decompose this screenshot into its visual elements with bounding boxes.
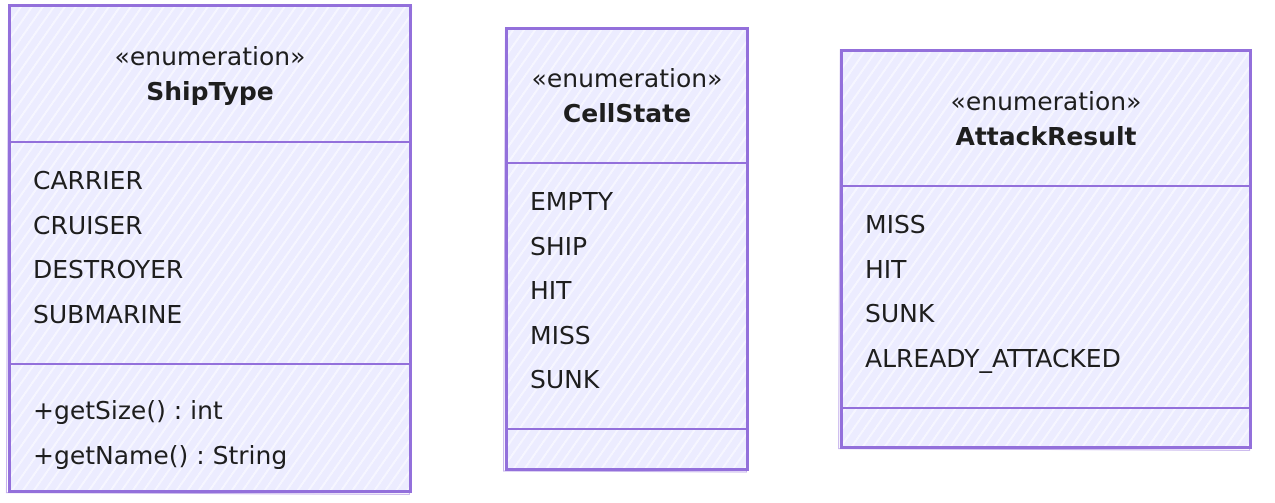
method-signature: +getSize() : int xyxy=(33,396,223,425)
enum-box-cellstate[interactable]: «enumeration» CellState EMPTY SHIP HIT M… xyxy=(505,27,749,471)
enum-literal: SUBMARINE xyxy=(33,299,183,329)
methods-compartment xyxy=(843,407,1249,446)
enum-literal: EMPTY xyxy=(530,187,613,216)
stereotype-label: «enumeration» xyxy=(531,64,723,93)
enum-literal: SUNK xyxy=(865,299,935,328)
class-name: ShipType xyxy=(146,77,274,106)
methods-compartment: +getSize() : int +getName() : String xyxy=(11,363,409,490)
enum-box-shiptype[interactable]: «enumeration» ShipType CARRIER CRUISER D… xyxy=(8,4,412,493)
enum-literal: HIT xyxy=(530,276,572,305)
literals-compartment: MISS HIT SUNK ALREADY_ATTACKED xyxy=(843,185,1249,407)
class-header: «enumeration» AttackResult xyxy=(843,52,1249,185)
class-header: «enumeration» CellState xyxy=(508,30,746,162)
literals-compartment: EMPTY SHIP HIT MISS SUNK xyxy=(508,162,746,428)
enum-literal: MISS xyxy=(865,210,926,239)
enum-box-attackresult[interactable]: «enumeration» AttackResult MISS HIT SUNK… xyxy=(840,49,1252,449)
enum-literal: MISS xyxy=(530,320,591,350)
stereotype-label: «enumeration» xyxy=(950,86,1142,116)
class-name: CellState xyxy=(562,99,692,128)
enum-literal: DESTROYER xyxy=(33,255,184,284)
enum-literal: CRUISER xyxy=(33,210,143,240)
literals-compartment: CARRIER CRUISER DESTROYER SUBMARINE xyxy=(11,141,409,363)
enum-literal: SHIP xyxy=(530,231,588,261)
method-signature: +getName() : String xyxy=(33,440,288,470)
methods-compartment xyxy=(508,428,746,468)
class-header: «enumeration» ShipType xyxy=(11,7,409,141)
stereotype-label: «enumeration» xyxy=(114,42,306,71)
enum-literal: SUNK xyxy=(530,365,600,394)
enum-literal: HIT xyxy=(865,254,907,284)
enum-literal: CARRIER xyxy=(33,166,143,195)
class-name: AttackResult xyxy=(955,121,1137,151)
enum-literal: ALREADY_ATTACKED xyxy=(865,343,1121,373)
